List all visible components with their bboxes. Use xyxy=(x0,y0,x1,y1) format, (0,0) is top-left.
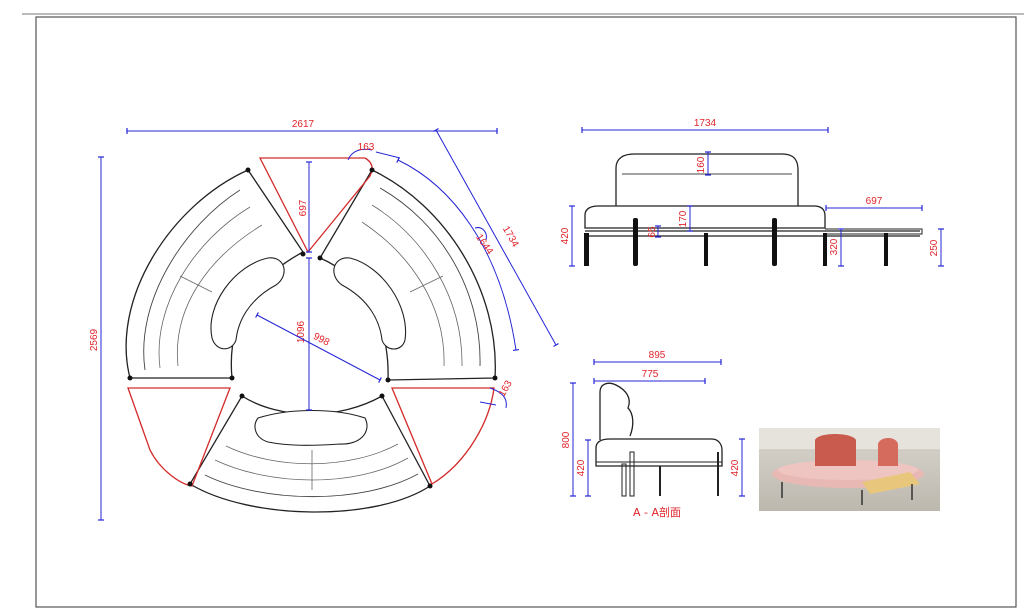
dim-section-height: 800 xyxy=(561,431,572,448)
dim-overall-height: 2569 xyxy=(89,328,100,351)
plan-joint xyxy=(239,393,245,399)
dim-overall-width: 2617 xyxy=(292,119,315,130)
dim-section-seat-depth: 775 xyxy=(642,369,659,380)
dim-arc-angle-top xyxy=(347,148,373,161)
dim-arc-angle-right xyxy=(489,387,507,409)
dim-back-height: 160 xyxy=(696,156,707,173)
dim-section-depth: 895 xyxy=(649,350,666,361)
dim-radius: 998 xyxy=(311,331,331,349)
sheet-frame xyxy=(35,16,1017,608)
section-leg xyxy=(621,463,627,497)
plan-back-cushion xyxy=(210,257,285,350)
front-backrest xyxy=(615,153,799,206)
plan-seat-divider xyxy=(409,275,444,293)
dim-angle-right: 163 xyxy=(497,378,515,398)
plan-joint xyxy=(427,483,433,489)
dim-inner-width: 1096 xyxy=(296,320,307,343)
front-leg xyxy=(884,233,888,266)
plan-joint xyxy=(385,377,391,383)
front-leg xyxy=(823,233,827,266)
front-leg xyxy=(772,218,777,266)
plan-joint xyxy=(127,375,133,381)
section-seat xyxy=(595,438,723,467)
dim-line-angle-top xyxy=(375,151,401,159)
dim-side-seat-height: 420 xyxy=(730,459,741,476)
dim-module-depth: 697 xyxy=(298,199,309,216)
section-label: A - A剖面 xyxy=(633,505,681,519)
plan-joint xyxy=(369,167,375,173)
section-backrest xyxy=(599,382,634,440)
plan-seat-contour xyxy=(225,443,399,465)
dim-line-arc-length xyxy=(433,128,559,347)
plan-joint xyxy=(379,393,385,399)
front-leg xyxy=(633,218,638,266)
front-leg xyxy=(704,233,708,266)
plan-joint xyxy=(300,251,306,257)
plan-joint xyxy=(229,375,235,381)
plan-seat-contour xyxy=(204,473,419,498)
plan-back-cushion xyxy=(333,257,407,350)
dim-arc-length: 1734 xyxy=(500,224,521,249)
plan-joint xyxy=(317,255,323,261)
dim-seat-offset: 170 xyxy=(678,210,689,227)
dim-arc-inner: 1644 xyxy=(473,232,495,257)
section-view: 895 775 800 420 420 A - A剖面 xyxy=(561,350,745,519)
dim-angle-top: 163 xyxy=(358,142,375,153)
dim-front-length: 1734 xyxy=(694,118,717,129)
section-leg xyxy=(629,451,635,497)
dim-line-radius xyxy=(255,312,382,383)
dim-seat-thickness: 65 xyxy=(647,226,658,238)
dim-table-leg: 250 xyxy=(929,239,940,256)
plan-seat-divider xyxy=(179,275,213,293)
dim-table-length: 697 xyxy=(866,196,883,207)
front-side-table xyxy=(825,228,923,235)
plan-seat-contour xyxy=(143,189,241,371)
front-elevation: 1734 160 170 65 420 697 320 250 xyxy=(560,118,944,267)
dim-section-seat-height: 420 xyxy=(576,459,587,476)
plan-joint xyxy=(245,167,251,173)
photo-render-icon xyxy=(759,428,940,511)
plan-seat-contour xyxy=(176,224,263,367)
plan-view: 2617 2569 697 1096 998 163 1644 1734 163 xyxy=(89,119,559,521)
plan-corner-table xyxy=(258,157,373,254)
dim-seat-height: 420 xyxy=(560,227,571,244)
plan-seat-contour xyxy=(214,457,409,481)
plan-joint xyxy=(187,481,193,487)
dim-table-height: 320 xyxy=(829,238,840,255)
plan-back-cushion xyxy=(254,410,368,446)
plan-joint xyxy=(492,375,498,381)
plan-corner-table xyxy=(127,387,231,487)
front-leg xyxy=(584,233,589,266)
front-seat xyxy=(584,205,826,229)
dim-line-angle-right xyxy=(479,401,497,406)
plan-corner-table xyxy=(391,387,495,485)
